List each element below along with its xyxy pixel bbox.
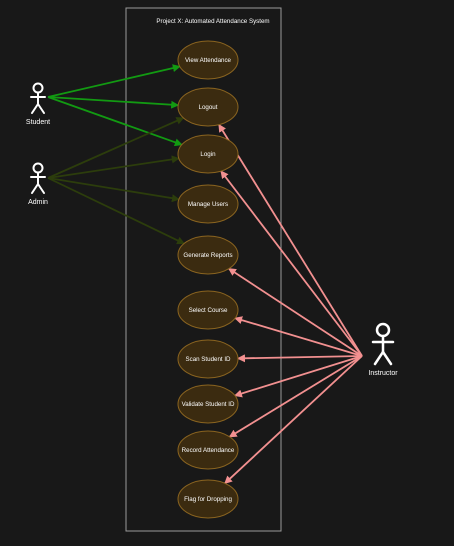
system-boundary [125, 7, 282, 532]
use-case-label: Manage Users [188, 201, 228, 208]
actor-admin[interactable]: Admin [28, 162, 48, 207]
system-title: Project X: Automated Attendance System [156, 18, 269, 25]
association-arrow-admin-login [47, 155, 180, 179]
association-arrow-instructor-validate-student-id [233, 355, 363, 398]
use-case-label: Scan Student ID [185, 356, 231, 363]
actor-label: Student [26, 119, 50, 126]
use-case-label: Validate Student ID [182, 401, 235, 408]
association-arrow-instructor-generate-reports [228, 267, 363, 357]
stick-figure-icon [30, 162, 46, 194]
use-case-label: Record Attendance [182, 447, 235, 454]
association-arrow-instructor-flag-for-dropping [224, 355, 363, 484]
association-arrow-student-login [47, 96, 183, 147]
use-case-label: Logout [199, 104, 218, 111]
use-case-scan-student-id[interactable]: Scan Student ID [177, 339, 239, 379]
actor-label: Admin [28, 199, 48, 206]
use-case-logout[interactable]: Logout [177, 87, 239, 127]
use-case-validate-student-id[interactable]: Validate Student ID [177, 384, 239, 424]
association-arrow-admin-generate-reports [47, 177, 186, 245]
use-case-label: Login [200, 151, 216, 158]
association-arrow-student-logout [47, 96, 180, 109]
association-lines [47, 64, 363, 484]
association-arrow-instructor-record-attendance [228, 355, 363, 438]
use-case-label: View Attendance [185, 57, 232, 64]
actor-label: Instructor [368, 370, 398, 377]
use-case-generate-reports[interactable]: Generate Reports [177, 235, 239, 275]
use-case-record-attendance[interactable]: Record Attendance [177, 430, 239, 470]
stick-figure-icon [30, 82, 46, 114]
use-case-select-course[interactable]: Select Course [177, 290, 239, 330]
use-case-label: Generate Reports [183, 252, 232, 259]
actor-student[interactable]: Student [26, 82, 50, 127]
association-arrow-instructor-select-course [234, 316, 363, 357]
association-arrow-instructor-logout [218, 123, 363, 357]
use-case-label: Select Course [189, 307, 228, 314]
use-case-flag-for-dropping[interactable]: Flag for Dropping [177, 479, 239, 519]
use-case-login[interactable]: Login [177, 134, 239, 174]
use-case-label: Flag for Dropping [184, 496, 232, 503]
association-arrow-admin-manage-users [47, 177, 180, 203]
actor-instructor[interactable]: Instructor [368, 322, 398, 377]
association-arrow-student-view-attendance [47, 64, 181, 98]
association-arrow-admin-logout [47, 117, 185, 179]
use-case-manage-users[interactable]: Manage Users [177, 184, 239, 224]
use-case-view-attendance[interactable]: View Attendance [177, 40, 239, 80]
association-arrow-instructor-scan-student-id [236, 354, 363, 363]
stick-figure-icon [371, 322, 395, 366]
association-arrow-instructor-login [220, 170, 363, 357]
